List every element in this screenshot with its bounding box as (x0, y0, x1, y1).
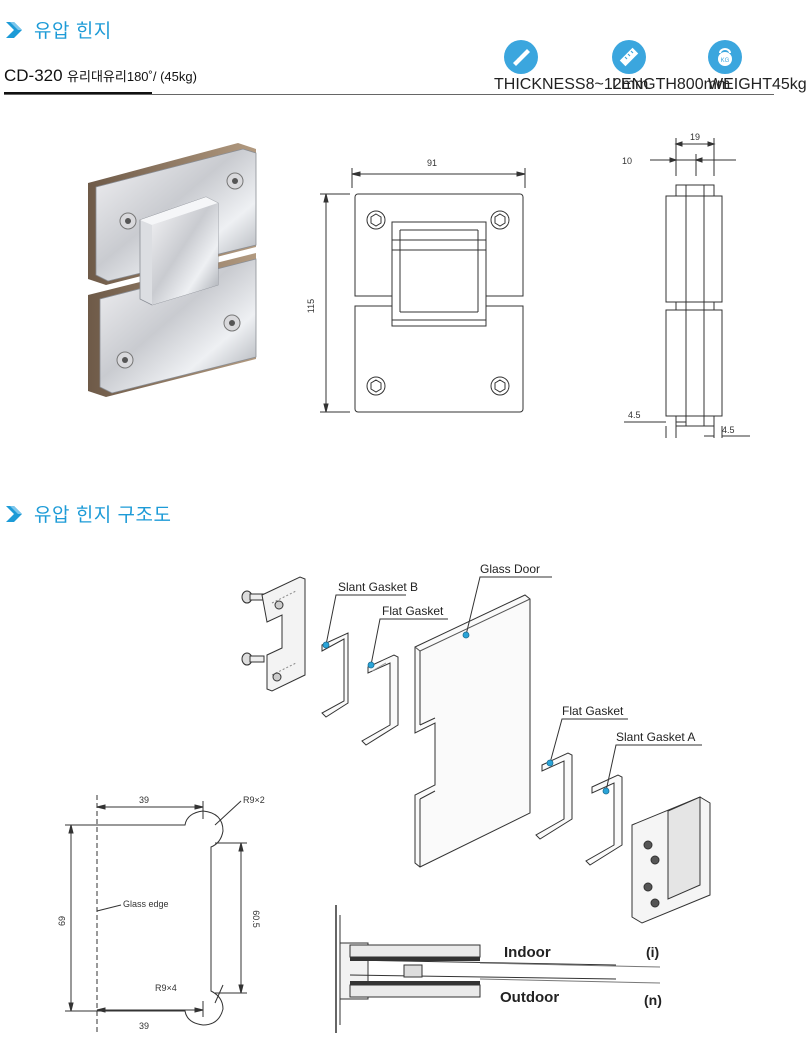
label-slant-gasket-a: Slant Gasket A (616, 730, 695, 744)
model-title: CD-320 유리대유리180˚/ (45kg) (4, 66, 197, 86)
spec-label: THICKNESS (494, 76, 586, 93)
section-title: 유압 힌지 (34, 21, 112, 42)
title-underline-thick (4, 92, 152, 95)
dim-cutout-inner: 60.5 (251, 910, 261, 928)
dim-side-bottom-right: 4.5 (722, 425, 735, 435)
spec-weight: WEIGHT45kg (708, 76, 807, 94)
label-outdoor: Outdoor (500, 989, 559, 1006)
glass-cutout-drawing: 39 39 R9×2 R9×4 69 60.5 Glass edge (57, 795, 265, 1035)
spec-thickness-badge (504, 40, 538, 79)
label-flat-gasket-1: Flat Gasket (382, 604, 444, 618)
section-title: 유압 힌지 구조도 (34, 505, 172, 526)
label-indoor: Indoor (504, 944, 551, 961)
dim-cutout-height: 69 (57, 916, 67, 926)
label-flat-gasket-2: Flat Gasket (562, 704, 624, 718)
dim-side-top-offset: 10 (622, 156, 632, 166)
weight-badge-text: KG (721, 58, 730, 64)
chevron-right-icon (6, 505, 22, 522)
section-header-structure: 유압 힌지 구조도 (4, 500, 171, 527)
kettlebell-icon: KG (708, 40, 742, 74)
caliper-icon (504, 40, 538, 74)
spec-value: 45kg (772, 76, 807, 93)
spec-weight-badge: KG (708, 40, 742, 79)
model-code: CD-320 (4, 66, 63, 85)
dim-side-top-total: 19 (690, 132, 700, 142)
ruler-icon (612, 40, 646, 74)
model-description: 유리대유리180˚/ (45kg) (67, 69, 197, 84)
dim-side-bottom-left: 4.5 (628, 410, 641, 420)
spec-label: WEIGHT (708, 76, 772, 93)
spec-length-badge (612, 40, 646, 79)
dim-cutout-top: 39 (139, 795, 149, 805)
spec-length: LENGTH800mm (612, 76, 730, 94)
spec-thickness: THICKNESS8~12mm (494, 76, 648, 94)
dim-radius-bottom: R9×4 (155, 983, 177, 993)
label-slant-gasket-b: Slant Gasket B (338, 580, 418, 594)
title-underline-thin (4, 94, 774, 95)
label-glass-edge: Glass edge (123, 899, 169, 909)
chevron-right-icon (6, 21, 22, 38)
hinge-product-photo (88, 143, 257, 397)
screw-part (241, 590, 265, 666)
hinge-side-drawing: 19 10 4.5 4.5 (622, 132, 750, 438)
mark-n: (n) (644, 992, 662, 1008)
section-header-hydraulic-hinge: 유압 힌지 (4, 16, 112, 43)
dim-radius-top: R9×2 (243, 795, 265, 805)
exploded-view-drawing: Slant Gasket B Flat Gasket Glass Door Fl… (241, 562, 711, 924)
section-view-drawing: Indoor Outdoor (i) (n) (335, 905, 662, 1033)
dim-cutout-bottom: 39 (139, 1021, 149, 1031)
dim-height: 115 (306, 299, 316, 313)
label-glass-door: Glass Door (480, 562, 540, 576)
spec-value: 8~12mm (585, 76, 649, 93)
spec-label: LENGTH (612, 76, 677, 93)
hinge-front-drawing: 91 115 (306, 158, 526, 413)
spec-value: 800mm (676, 76, 731, 93)
dim-width: 91 (427, 158, 437, 168)
mark-i: (i) (646, 944, 659, 960)
